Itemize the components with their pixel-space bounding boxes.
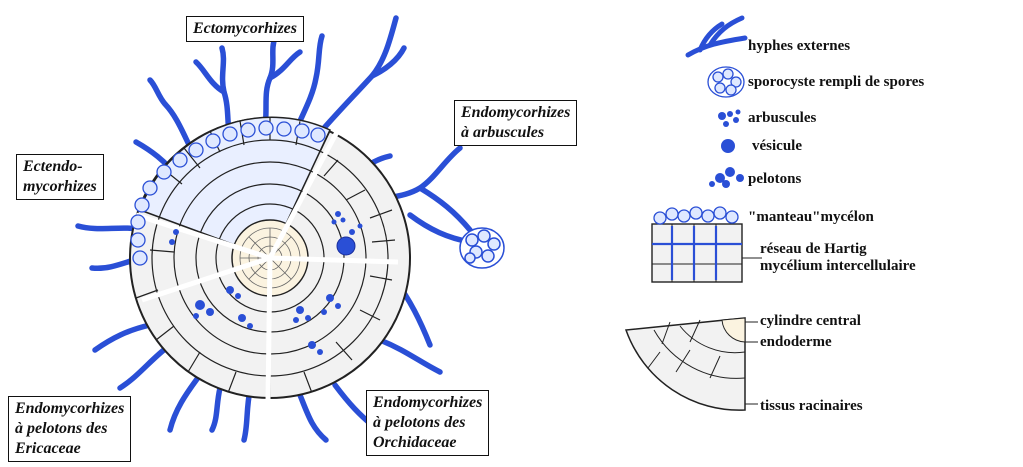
legend-arbuscules: arbuscules	[748, 109, 816, 127]
root-section	[130, 117, 410, 400]
legend-vesicule: vésicule	[752, 137, 802, 155]
legend-hyphes-externes: hyphes externes	[748, 37, 850, 55]
legend-tissus-racinaires: tissus racinaires	[760, 397, 863, 415]
box-line: mycorhizes	[23, 177, 97, 197]
box-line: Ericaceae	[15, 439, 124, 459]
legend-icons	[626, 18, 762, 410]
arbuscules-icon	[718, 110, 741, 128]
legend-endoderme: endoderme	[760, 333, 832, 351]
legend-reseau-hartig: réseau de Hartig	[760, 240, 867, 258]
box-line: Endomycorhizes	[373, 393, 482, 413]
box-line: à pelotons des	[373, 413, 482, 433]
label-ectendomycorhizes: Ectendo- mycorhizes	[16, 154, 104, 200]
pelotons-icon	[709, 167, 744, 188]
label-ectomycorhizes: Ectomycorhizes	[186, 16, 304, 42]
box-line: Endomycorhizes	[461, 103, 570, 123]
legend-mycelium-intercellulaire: mycélium intercellulaire	[760, 257, 916, 275]
legend-pelotons: pelotons	[748, 170, 801, 188]
sporocyst	[460, 228, 504, 268]
box-line: Ectendo-	[23, 157, 97, 177]
box-line: Ectomycorhizes	[193, 19, 297, 39]
manteau-icon	[652, 207, 742, 282]
label-endomycorhizes-arbuscules: Endomycorhizes à arbuscules	[454, 100, 577, 146]
label-endomycorhizes-ericaceae: Endomycorhizes à pelotons des Ericaceae	[8, 396, 131, 462]
legend-cylindre-central: cylindre central	[760, 312, 861, 330]
box-line: à arbuscules	[461, 123, 570, 143]
sporocyste-icon	[708, 67, 744, 97]
label-endomycorhizes-orchidaceae: Endomycorhizes à pelotons des Orchidacea…	[366, 390, 489, 456]
box-line: à pelotons des	[15, 419, 124, 439]
hyphes-icon	[688, 18, 745, 55]
legend-sporocyste: sporocyste rempli de spores	[748, 73, 924, 91]
vesicule-icon	[721, 139, 735, 153]
legend-manteau: "manteau"mycélon	[748, 208, 874, 226]
cylindre-icon	[626, 318, 745, 410]
box-line: Endomycorhizes	[15, 399, 124, 419]
box-line: Orchidaceae	[373, 433, 482, 453]
